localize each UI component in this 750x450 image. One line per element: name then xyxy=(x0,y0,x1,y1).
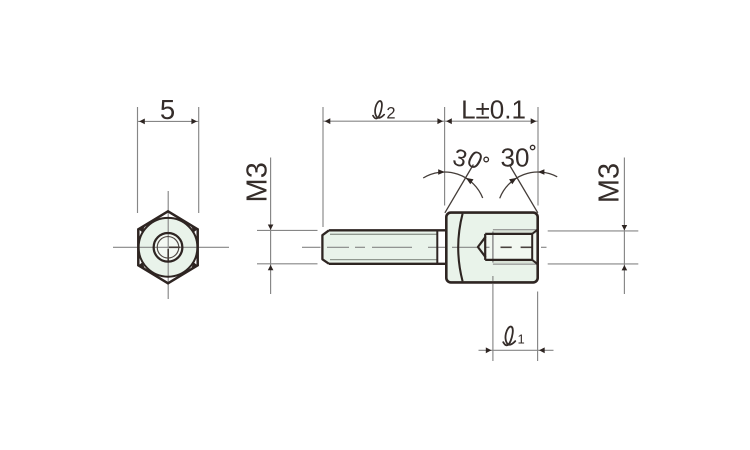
svg-text:1: 1 xyxy=(518,331,525,346)
svg-text:5: 5 xyxy=(160,94,175,125)
svg-text:2: 2 xyxy=(386,105,395,123)
svg-text:L±0.1: L±0.1 xyxy=(461,94,526,124)
svg-text:M3: M3 xyxy=(241,162,273,202)
svg-text:M3: M3 xyxy=(593,163,625,203)
svg-text:30: 30 xyxy=(501,142,530,172)
